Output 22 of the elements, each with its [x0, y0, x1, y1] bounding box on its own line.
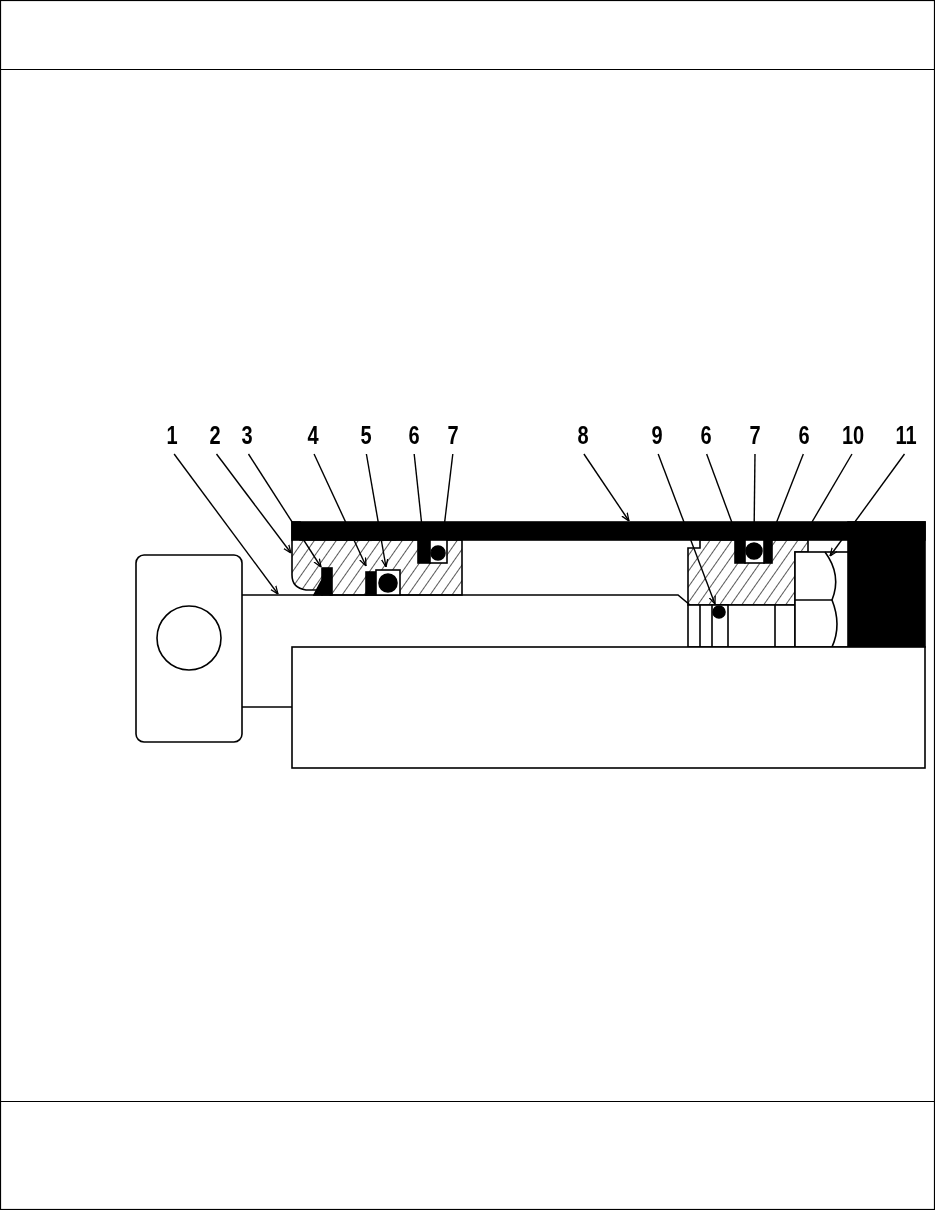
callout-number: 8 — [570, 420, 596, 450]
leader-line — [583, 453, 630, 522]
callout-number: 7 — [742, 420, 768, 450]
callout-number: 11 — [893, 420, 919, 450]
callout-number: 1 — [159, 420, 185, 450]
leader-line — [173, 453, 279, 595]
callout-number: 2 — [202, 420, 228, 450]
callout-number: 9 — [644, 420, 670, 450]
callout-number: 7 — [440, 420, 466, 450]
leader-line — [313, 453, 367, 567]
leader-line — [247, 453, 322, 568]
leader-line — [215, 453, 292, 554]
leader-line — [657, 453, 716, 605]
callout-number: 4 — [300, 420, 326, 450]
callout-number: 6 — [791, 420, 817, 450]
leader-line — [365, 453, 389, 568]
callout-number: 6 — [693, 420, 719, 450]
leader-line — [829, 453, 906, 557]
callout-number: 3 — [234, 420, 260, 450]
callout-number: 10 — [840, 420, 866, 450]
callout-number: 5 — [353, 420, 379, 450]
callout-number: 6 — [401, 420, 427, 450]
